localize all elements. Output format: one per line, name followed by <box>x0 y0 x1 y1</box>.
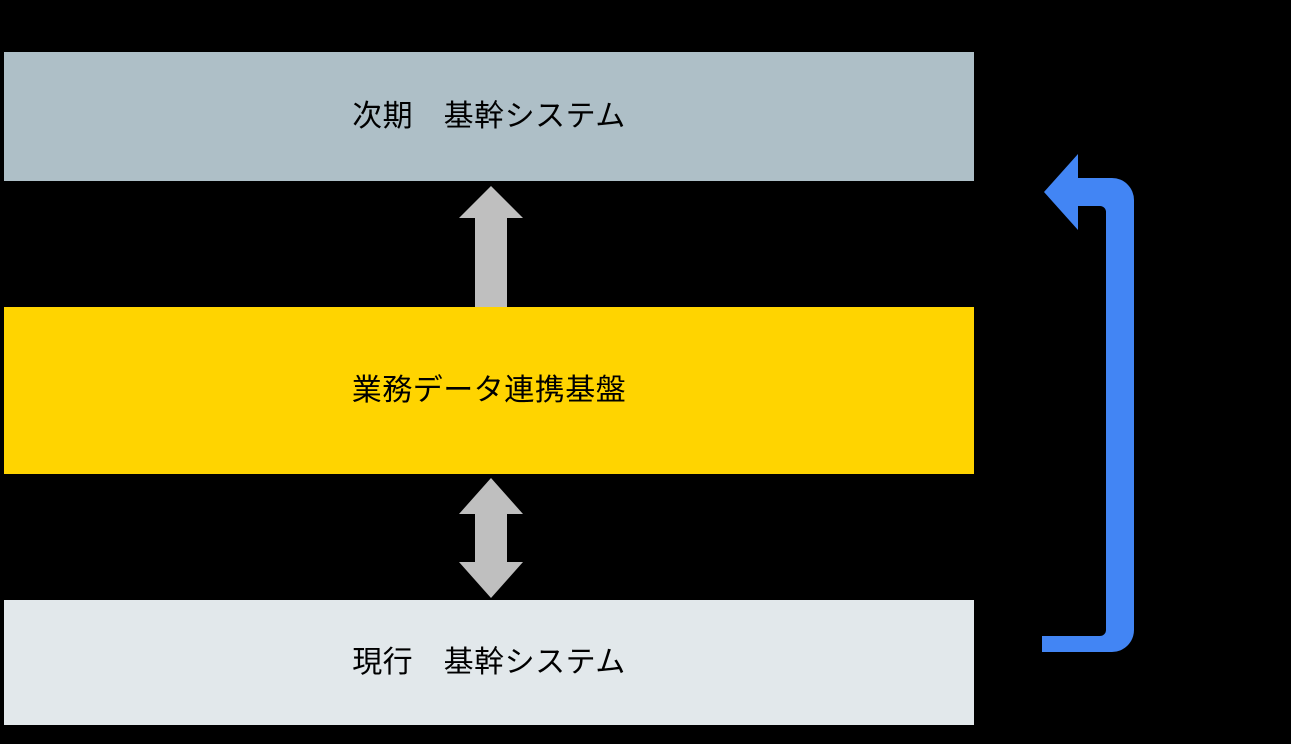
box-current-core-system-label: 現行 基幹システム <box>352 645 626 679</box>
arrow-up-icon <box>459 186 523 310</box>
arrow-platform-to-current-core-system <box>455 474 527 602</box>
box-current-core-system[interactable]: 現行 基幹システム <box>4 600 974 725</box>
arrow-platform-to-next-core-system <box>455 182 527 310</box>
box-next-core-system[interactable]: 次期 基幹システム <box>4 52 974 181</box>
box-next-core-system-label: 次期 基幹システム <box>352 99 626 133</box>
arrow-current-to-next-core-system <box>1030 100 1150 700</box>
box-business-data-integration-platform[interactable]: 業務データ連携基盤 <box>4 307 974 474</box>
arrow-double-vertical-icon <box>459 478 523 598</box>
elbow-arrow-up-left-icon <box>1042 154 1134 680</box>
box-business-data-integration-platform-label: 業務データ連携基盤 <box>351 373 627 407</box>
